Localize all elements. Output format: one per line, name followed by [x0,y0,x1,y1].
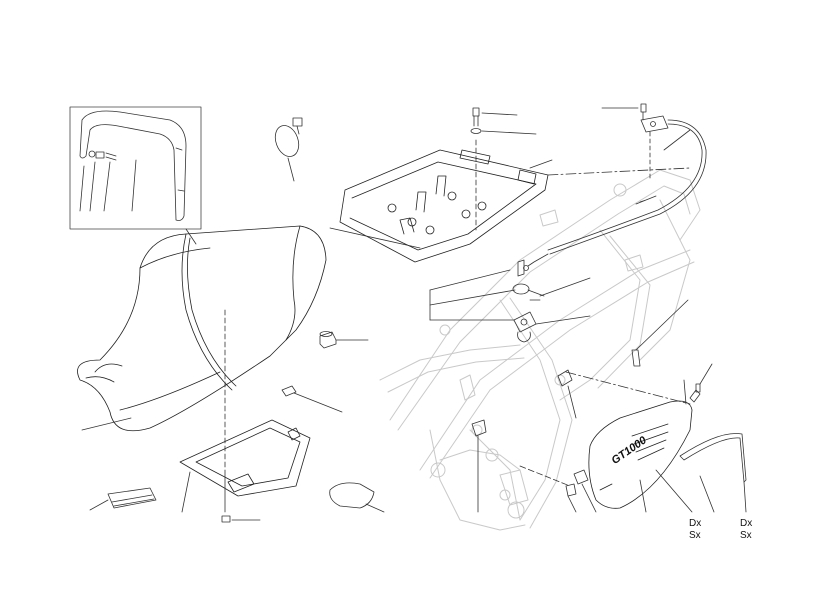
leader-line [663,129,691,151]
cable-tie-with-clip [274,117,303,157]
leader-line [481,112,537,135]
label-sx-strip: Sx [689,530,701,541]
leader-line [181,469,226,513]
leader-line [639,469,693,513]
frame-grommet [471,419,487,437]
side-panel-rivet [689,383,701,403]
side-bolt [565,483,577,497]
seat-support-bracket [339,149,549,263]
screw-and-washer [470,107,482,134]
leader-line [81,417,132,431]
leader-line [683,379,687,405]
leader-line [519,465,571,487]
leader-line [565,371,691,405]
leader-line [699,363,713,385]
side-clip-upper [557,369,573,387]
seat-cover-pouch [329,482,375,509]
seat [77,225,327,432]
leader-line [535,277,591,325]
side-cover-panel [588,400,693,509]
tray-screw [221,515,231,523]
leader-line [547,167,691,176]
leader-line [581,483,597,513]
clip [281,385,297,397]
leader-line [89,499,109,511]
leader-line [185,228,197,245]
label-dx-seal: Dx [740,518,753,529]
under-seat-storage-tray [179,419,311,497]
leader-line [635,299,689,351]
leader-line [567,385,577,419]
rubber-buffer [319,331,337,349]
side-clip-lower [573,469,589,485]
motorcycle-frame [379,169,701,531]
label-sx-seal: Sx [740,530,752,541]
seat-lock-cable [523,115,707,271]
screw [640,103,647,113]
leader-line [365,503,385,513]
leader-line [287,157,295,182]
leader-line [567,495,577,513]
leader-line [429,269,516,321]
seat-lock-latch [512,259,545,343]
leader-line [699,475,747,513]
seal-strip [679,433,747,483]
grab-rail-inset [69,106,202,230]
leader-line [329,159,553,249]
label-dx-strip: Dx [689,518,702,529]
owner-manual-booklet [107,487,157,509]
leader-line [293,392,343,413]
